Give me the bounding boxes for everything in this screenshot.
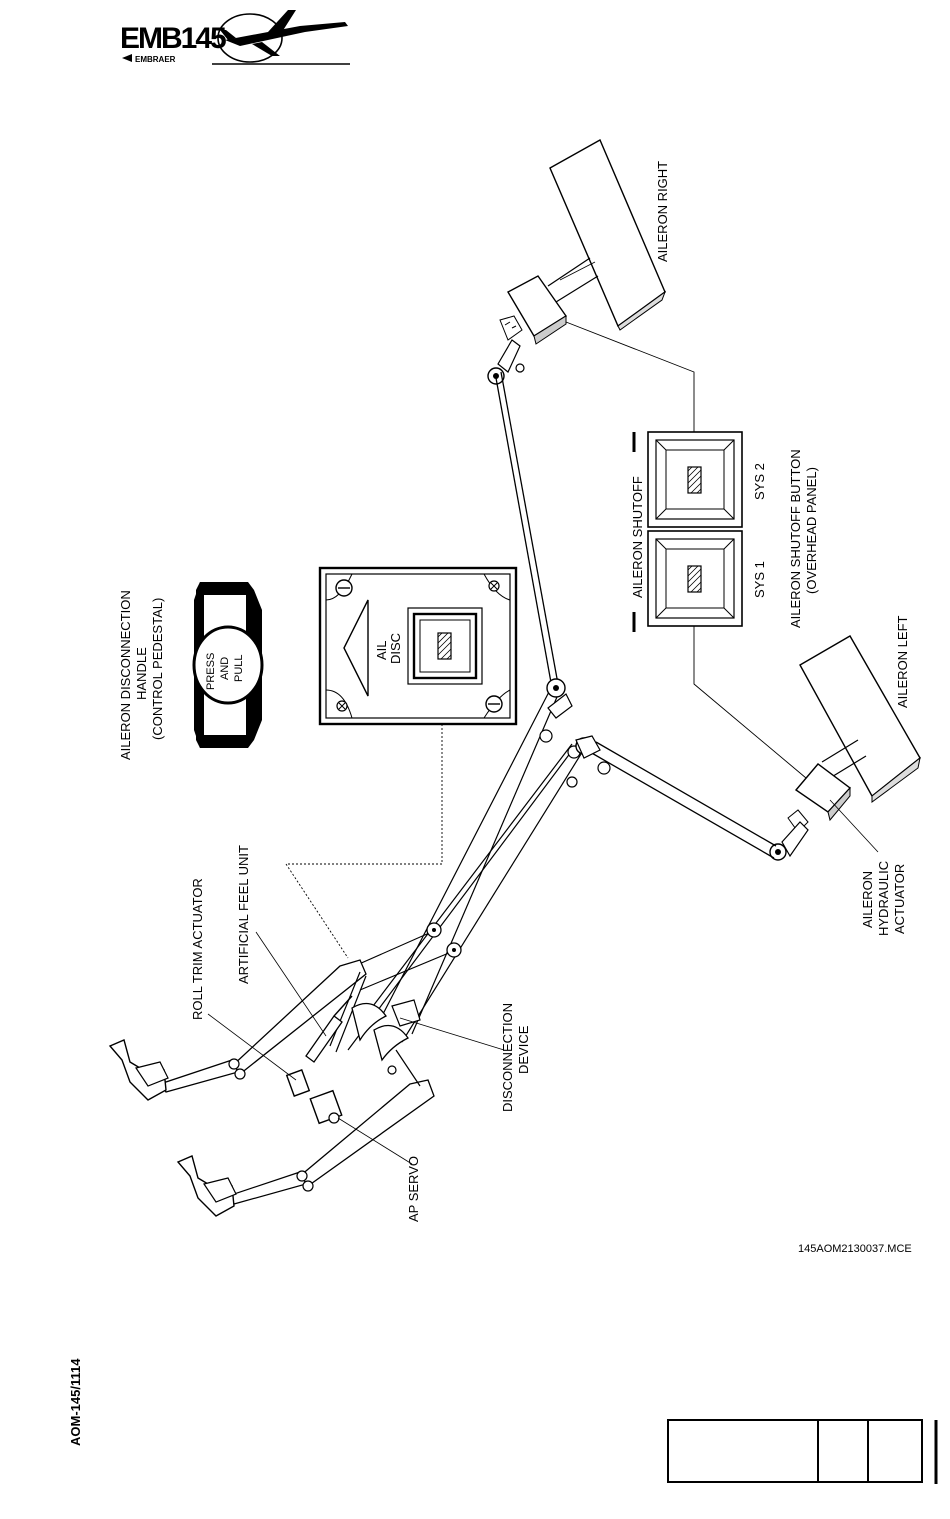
- aileron-left-quadrant: [769, 821, 809, 861]
- aileron-left-label: AILERON LEFT: [895, 615, 910, 708]
- sys1-wire: [693, 626, 807, 779]
- svg-text:AILERON DISCONNECTION: AILERON DISCONNECTION: [118, 590, 133, 760]
- direction-arrow-icon: [343, 599, 369, 697]
- logo-ring: [217, 13, 283, 63]
- plate-screw-icon: [485, 695, 503, 713]
- plate-screw-icon: [336, 700, 348, 712]
- control-cables: [347, 371, 777, 1051]
- handle-text-press: PRESS: [205, 653, 217, 690]
- sys1-label: SYS 1: [752, 561, 767, 598]
- ap-servo-label: AP SERVO: [406, 1156, 421, 1222]
- hydraulic-actuator-label: AILERON HYDRAULIC ACTUATOR: [829, 799, 907, 936]
- disconnection-device-label: DISCONNECTION DEVICE: [500, 1003, 531, 1112]
- ail-disc-plate: AIL DISC: [318, 566, 518, 726]
- sys1-shutoff-button[interactable]: [647, 530, 743, 627]
- sys2-label: SYS 2: [752, 463, 767, 500]
- plate-screw-icon: [488, 580, 500, 592]
- handle-text-and: AND: [219, 657, 231, 680]
- fo-control-column: [176, 1079, 435, 1217]
- panel-title: AILERON SHUTOFF: [630, 476, 645, 598]
- artificial-feel-unit: [305, 995, 353, 1063]
- aileron-disconnection-handle[interactable]: PRESS AND PULL: [192, 582, 264, 748]
- ap-servo: [309, 1089, 343, 1125]
- roll-trim-actuator: [285, 1069, 311, 1097]
- plate-text-disc: DISC: [388, 633, 403, 664]
- airplane-icon: [220, 10, 348, 56]
- handle-link-dotted: [285, 724, 443, 959]
- disconnection-handle-label: AILERON DISCONNECTION HANDLE (CONTROL PE…: [118, 590, 165, 760]
- svg-text:DISCONNECTION: DISCONNECTION: [500, 1003, 515, 1112]
- drawing-id: 145AOM2130037.MCE: [798, 1243, 912, 1255]
- svg-text:(OVERHEAD PANEL): (OVERHEAD PANEL): [804, 467, 819, 594]
- logo-subtext: EMBRAER: [135, 55, 176, 64]
- sys2-wire: [565, 321, 695, 432]
- plate-text-ail: AIL: [374, 640, 389, 660]
- svg-text:(CONTROL PEDESTAL): (CONTROL PEDESTAL): [150, 598, 165, 740]
- aileron-left-actuator: [787, 763, 852, 833]
- handle-text-pull: PULL: [233, 654, 245, 682]
- torque-tube-linkage: [329, 971, 421, 1087]
- aileron-right-label: AILERON RIGHT: [655, 161, 670, 262]
- cable-pulleys: [426, 678, 611, 958]
- revision-block: [667, 1419, 938, 1484]
- aileron-left: [799, 635, 921, 803]
- artificial-feel-unit-label: ARTIFICIAL FEEL UNIT: [236, 845, 251, 984]
- svg-text:DEVICE: DEVICE: [516, 1025, 531, 1074]
- svg-text:AILERON: AILERON: [860, 871, 875, 928]
- svg-text:ACTUATOR: ACTUATOR: [892, 864, 907, 934]
- sys2-shutoff-button[interactable]: [647, 431, 743, 528]
- aileron-right: [547, 139, 667, 331]
- plate-screw-icon: [335, 579, 353, 597]
- roll-trim-actuator-label: ROLL TRIM ACTUATOR: [190, 878, 205, 1020]
- document-reference: AOM-145/1114: [68, 1358, 83, 1446]
- logo-text: EMB145: [120, 22, 226, 55]
- captain-control-column: [108, 959, 367, 1101]
- shutoff-button-label: AILERON SHUTOFF BUTTON (OVERHEAD PANEL): [788, 449, 819, 628]
- svg-text:HANDLE: HANDLE: [134, 647, 149, 700]
- aileron-right-actuator: [499, 275, 567, 345]
- aileron-shutoff-panel: AILERON SHUTOFF SYS 2 SYS 1: [630, 431, 767, 632]
- svg-text:AILERON SHUTOFF BUTTON: AILERON SHUTOFF BUTTON: [788, 449, 803, 628]
- svg-text:HYDRAULIC: HYDRAULIC: [876, 861, 891, 936]
- embraer-logo: EMB145 EMBRAER: [120, 10, 350, 65]
- ail-disc-button[interactable]: [407, 607, 483, 685]
- aileron-right-quadrant: [487, 339, 525, 385]
